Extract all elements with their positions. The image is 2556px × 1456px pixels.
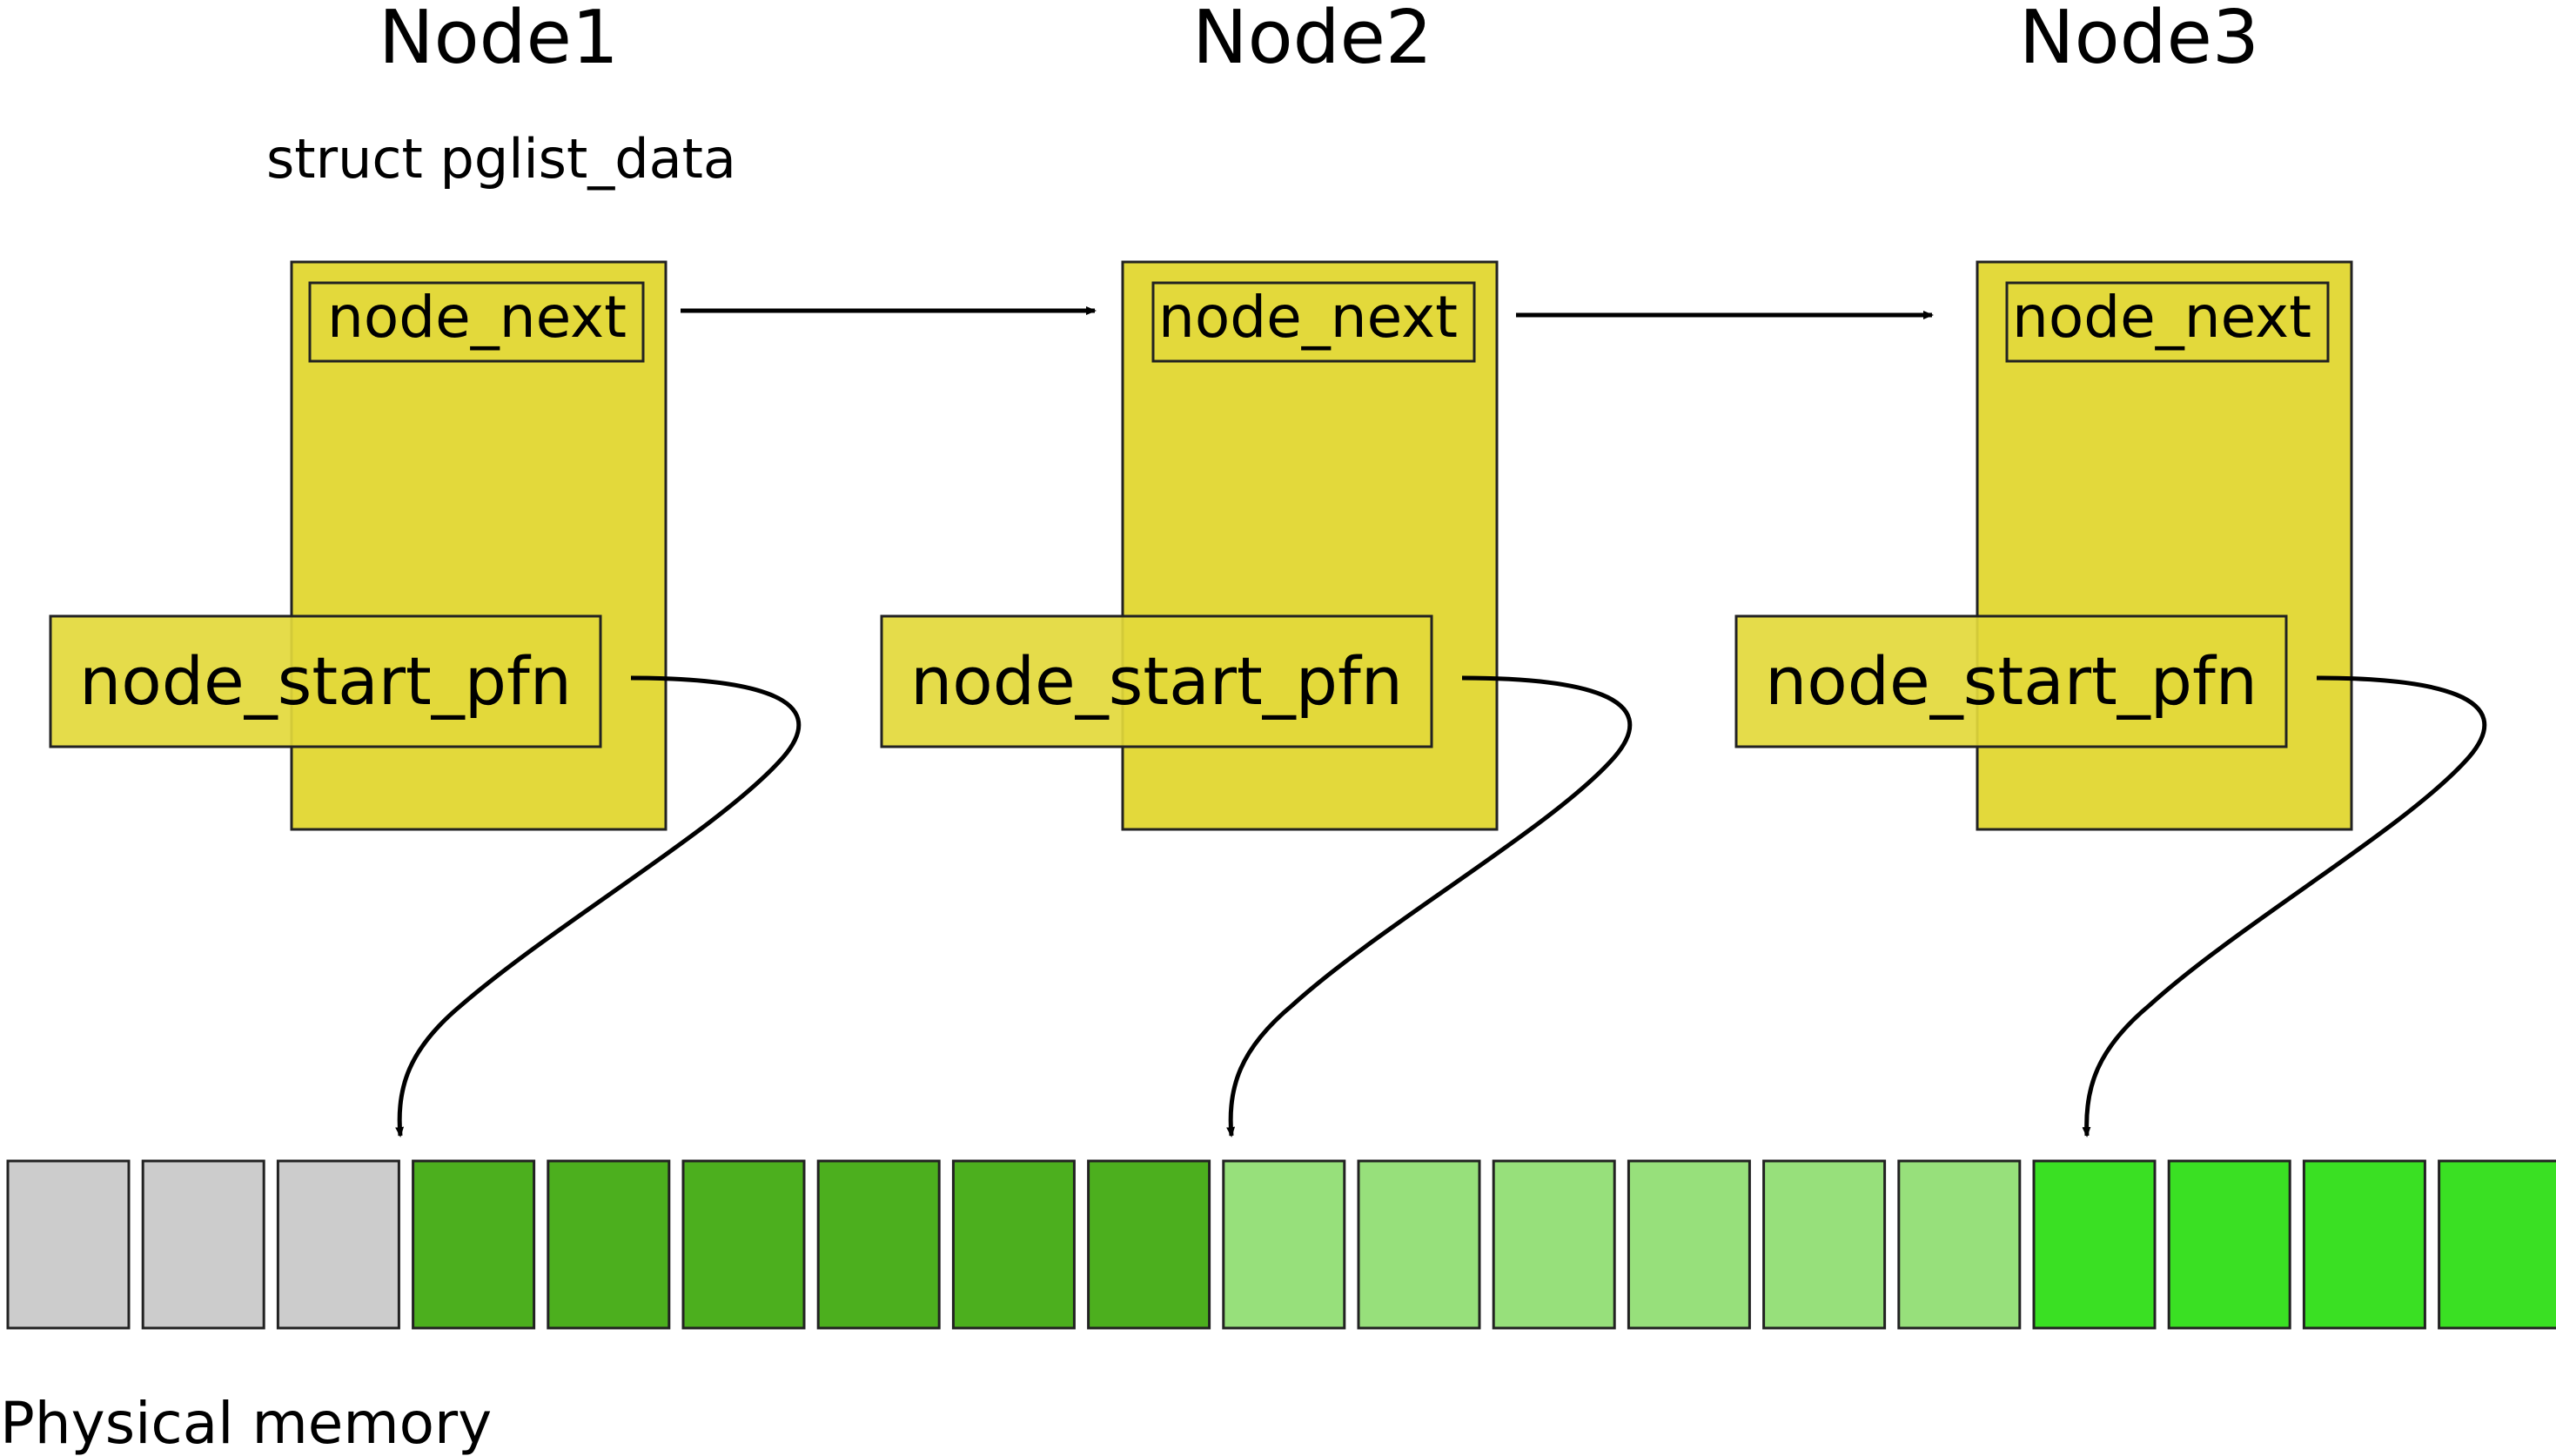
node3-next-field: node_next <box>2012 284 2311 351</box>
memory-frame-unassigned <box>6 1159 131 1330</box>
node2-next-field: node_next <box>1158 284 1458 351</box>
memory-frame-node1 <box>1087 1159 1211 1330</box>
struct-label: struct pglist_data <box>266 127 736 191</box>
node1-next-field-box <box>308 281 645 363</box>
memory-frame-node2 <box>1627 1159 1751 1330</box>
node1-start-field: node_start_pfn <box>79 642 572 720</box>
node3-start-pfn-arrow <box>2082 675 2487 1137</box>
node2-next-field-box <box>1151 281 1476 363</box>
memory-frame-node1 <box>951 1159 1076 1330</box>
memory-frame-node3 <box>2302 1159 2426 1330</box>
node1-start-pfn-arrow <box>395 675 802 1137</box>
node3-next-field-box <box>2005 281 2330 363</box>
memory-frame-unassigned <box>276 1159 400 1330</box>
node2-start-field: node_start_pfn <box>910 642 1403 720</box>
memory-frame-node1 <box>412 1159 536 1330</box>
memory-frame-node1 <box>816 1159 941 1330</box>
memory-frame-node2 <box>1357 1159 1481 1330</box>
node1-next-field: node_next <box>327 284 627 351</box>
physical-memory-caption: Physical memory <box>0 1390 492 1456</box>
node2-title: Node2 <box>1192 0 1432 81</box>
node3-struct: node_next node_start_pfn <box>1734 260 2353 831</box>
node3-start-field: node_start_pfn <box>1765 642 2257 720</box>
memory-frame-node3 <box>2167 1159 2291 1330</box>
physical-memory-row <box>6 1159 2556 1330</box>
node2-start-pfn-arrow <box>1226 675 1633 1137</box>
memory-frame-node3 <box>2438 1159 2556 1330</box>
node3-title: Node3 <box>2019 0 2259 81</box>
memory-frame-node2 <box>1222 1159 1346 1330</box>
memory-frame-node3 <box>2032 1159 2157 1330</box>
memory-frame-node2 <box>1762 1159 1887 1330</box>
node1-title: Node1 <box>379 0 619 81</box>
memory-frame-node2 <box>1492 1159 1616 1330</box>
memory-frame-unassigned <box>141 1159 265 1330</box>
node2-start-field-box <box>880 614 1433 748</box>
memory-frame-node2 <box>1897 1159 2022 1330</box>
node1-struct: node_next node_start_pfn <box>49 260 668 831</box>
memory-frame-node1 <box>681 1159 806 1330</box>
node3-start-field-box <box>1734 614 2288 748</box>
memory-frame-node1 <box>547 1159 671 1330</box>
node2-struct: node_next node_start_pfn <box>880 260 1499 831</box>
node1-start-field-box <box>49 614 602 748</box>
